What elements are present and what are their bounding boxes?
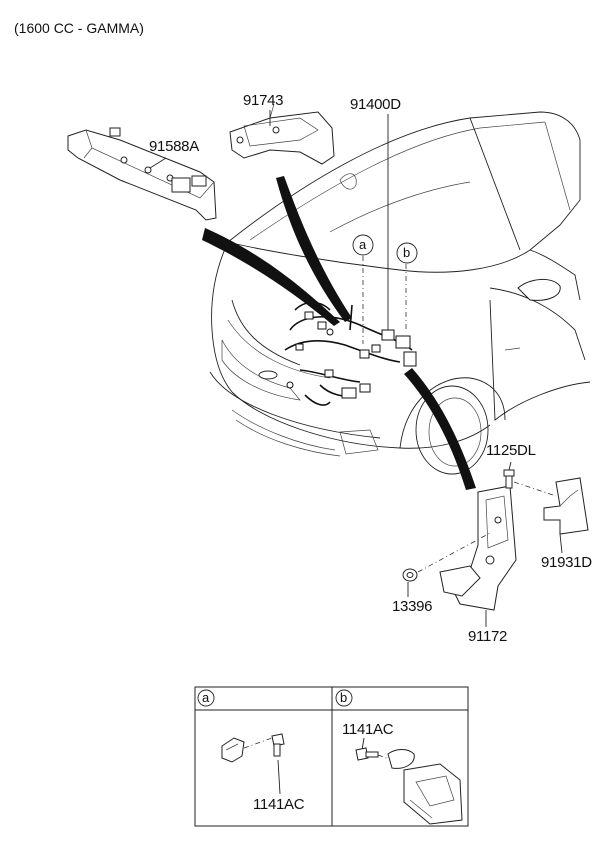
detail-a-illustration [221, 733, 285, 795]
detail-b-illustration [355, 737, 463, 825]
engine-variant-label: (1600 CC - GAMMA) [14, 20, 144, 36]
part-number-91743: 91743 [243, 92, 284, 109]
callout-a: a [359, 237, 367, 252]
part-91588a-bracket [67, 127, 217, 221]
part-number-1125dl: 1125DL [486, 442, 536, 459]
part-91743-cover [229, 103, 335, 165]
leader-lines [149, 110, 563, 627]
detail-a-part-number: 1141AC [253, 796, 305, 813]
engine-harness [284, 301, 417, 406]
detail-b-part-number: 1141AC [342, 721, 394, 738]
part-number-91172: 91172 [468, 628, 508, 645]
callout-b: b [403, 245, 411, 260]
detail-header-a: a [202, 690, 210, 705]
callout-a-circle [352, 234, 374, 256]
car-illustration [209, 111, 591, 475]
callout-b-circle [396, 242, 418, 264]
pointer-arrows [202, 176, 476, 490]
part-number-91588a: 91588A [149, 138, 199, 155]
part-number-13396: 13396 [392, 598, 433, 615]
part-1125dl-bolt [503, 469, 515, 489]
part-91172-bracket [439, 485, 517, 611]
detail-header-b: b [340, 690, 348, 705]
part-13396-nut [402, 568, 418, 582]
part-number-91931d: 91931D [541, 554, 592, 571]
part-91931d-bracket [543, 477, 589, 535]
part-number-91400d: 91400D [350, 96, 401, 113]
